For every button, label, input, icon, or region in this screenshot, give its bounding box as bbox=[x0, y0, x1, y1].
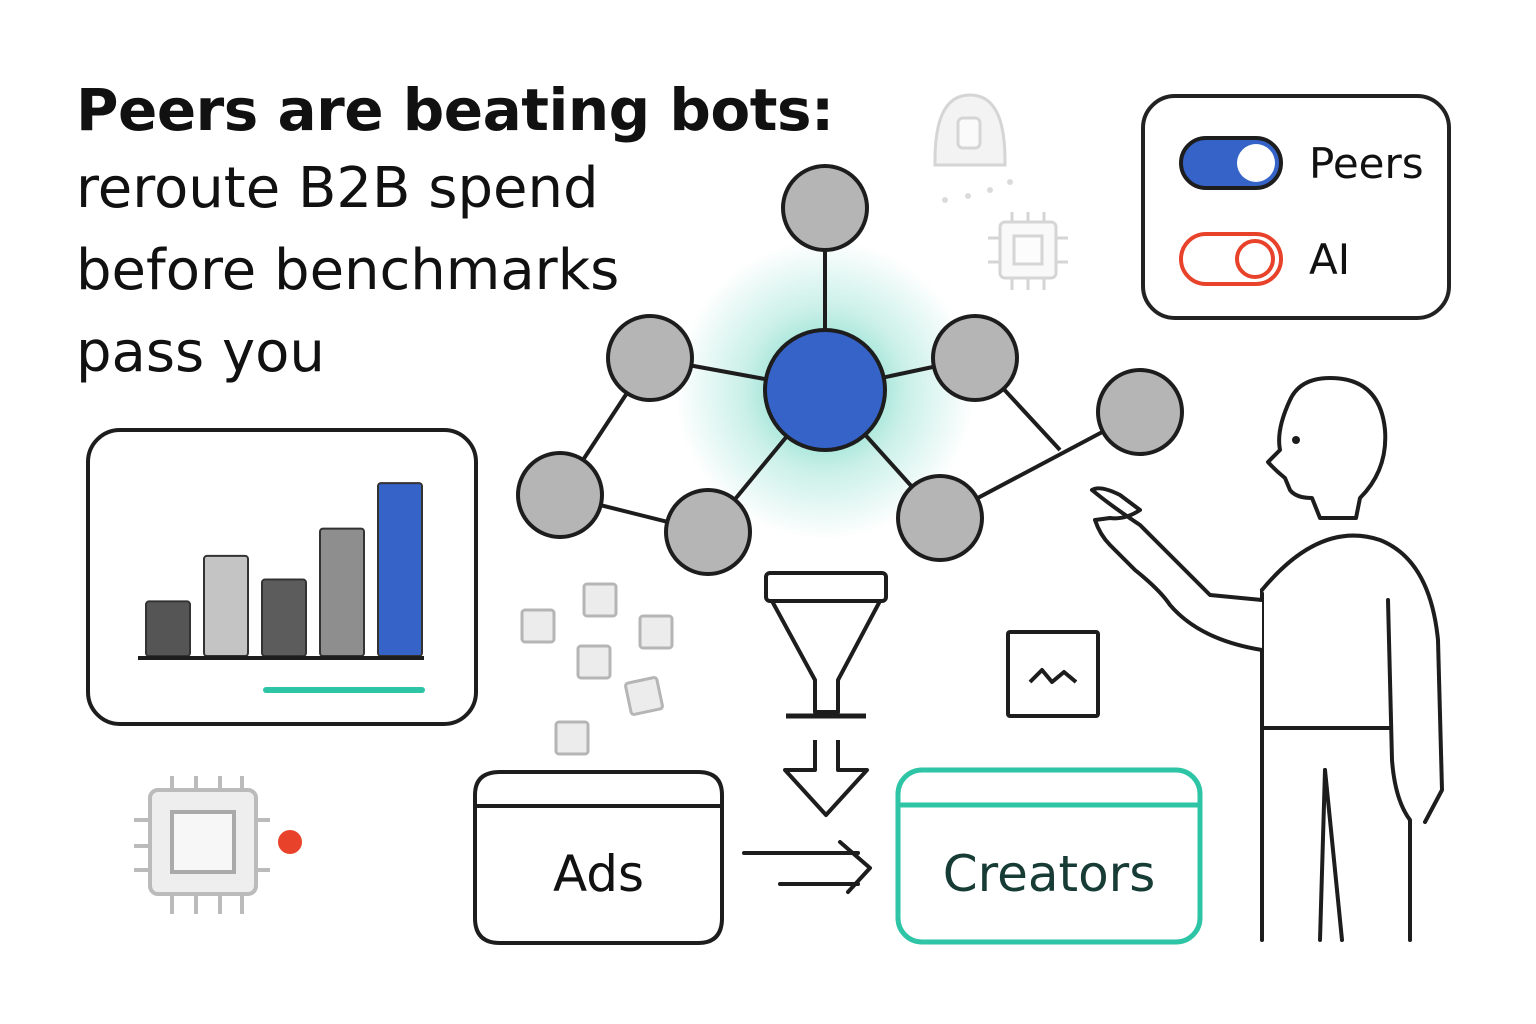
robot-icon bbox=[933, 93, 1013, 203]
headline-line-1: reroute B2B spend bbox=[76, 156, 599, 221]
right-arrow-icon bbox=[742, 840, 872, 894]
chip-icon bbox=[988, 212, 1068, 290]
person-icon bbox=[1090, 376, 1444, 942]
peer-node bbox=[1096, 368, 1184, 456]
peer-node bbox=[516, 451, 604, 539]
peer-node bbox=[664, 488, 752, 576]
cube-icon bbox=[520, 582, 674, 756]
peer-node bbox=[931, 314, 1019, 402]
headline-bold: Peers are beating bots: bbox=[76, 76, 834, 144]
chart-bar bbox=[203, 554, 249, 658]
headline-line-3: pass you bbox=[76, 320, 325, 385]
chart-bar bbox=[261, 578, 307, 657]
creators-box bbox=[895, 767, 1203, 945]
hub-node bbox=[763, 328, 887, 452]
chip-icon bbox=[134, 776, 270, 914]
funnel-icon bbox=[764, 571, 888, 719]
alert-dot bbox=[278, 830, 302, 854]
toggle-knob bbox=[1237, 144, 1275, 182]
ads-label: Ads bbox=[552, 845, 645, 903]
ai-toggle[interactable] bbox=[1179, 232, 1283, 286]
peer-node bbox=[606, 314, 694, 402]
trend-icon bbox=[1006, 630, 1100, 718]
peer-node bbox=[896, 474, 984, 562]
creators-label: Creators bbox=[942, 845, 1156, 903]
peer-node bbox=[781, 164, 869, 252]
headline: Peers are beating bots: reroute B2B spen… bbox=[76, 72, 876, 394]
peers-toggle[interactable] bbox=[1179, 136, 1283, 190]
bar-chart bbox=[145, 482, 423, 658]
chart-bar bbox=[377, 482, 423, 657]
peers-label: Peers bbox=[1309, 139, 1424, 188]
ai-label: AI bbox=[1309, 235, 1351, 284]
down-arrow-icon bbox=[783, 740, 869, 817]
toggle-knob bbox=[1235, 239, 1275, 279]
headline-line-2: before benchmarks bbox=[76, 238, 620, 303]
network-nodes bbox=[516, 164, 1184, 576]
chart-bar bbox=[319, 527, 365, 657]
ads-box bbox=[473, 770, 724, 945]
chart-bar bbox=[145, 600, 191, 658]
legend-card: Peers AI bbox=[1141, 94, 1451, 320]
